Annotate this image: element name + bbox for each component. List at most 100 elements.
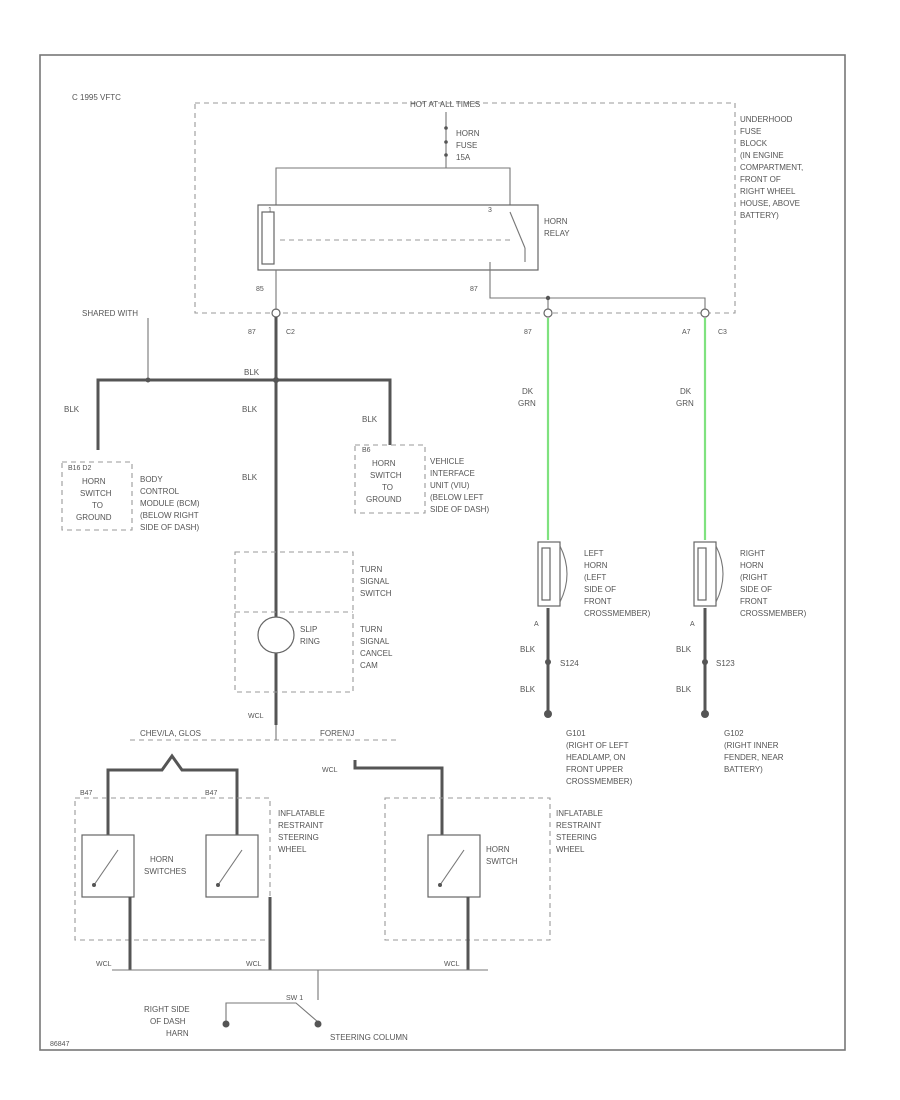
svg-text:HORN: HORN [740, 561, 764, 570]
inflatable-right-label: INFLATABLE RESTRAINT STEERING WHEEL [556, 809, 603, 854]
bcm-horn-switch: B16 D2 HORN SWITCH TO GROUND [61, 461, 133, 531]
svg-text:B47: B47 [80, 790, 93, 797]
right-horn-label: RIGHT HORN (RIGHT SIDE OF FRONT CROSSMEM… [740, 549, 807, 618]
svg-text:TO: TO [92, 501, 103, 510]
svg-text:GRN: GRN [676, 399, 694, 408]
svg-text:CAM: CAM [360, 661, 378, 670]
svg-text:87: 87 [524, 329, 532, 336]
svg-text:SWITCH: SWITCH [360, 589, 392, 598]
svg-text:A7: A7 [682, 329, 691, 336]
svg-text:A: A [534, 621, 539, 628]
svg-text:SWITCH: SWITCH [80, 489, 112, 498]
svg-text:BATTERY): BATTERY) [740, 211, 779, 220]
viu-horn-switch: B6 HORN SWITCH TO GROUND [354, 444, 426, 514]
svg-text:(LEFT: (LEFT [584, 573, 606, 582]
svg-text:HORN: HORN [150, 855, 174, 864]
svg-text:INFLATABLE: INFLATABLE [278, 809, 325, 818]
svg-text:MODULE (BCM): MODULE (BCM) [140, 499, 200, 508]
svg-text:GROUND: GROUND [76, 513, 112, 522]
svg-text:OF DASH: OF DASH [150, 1017, 186, 1026]
svg-text:B16 D2: B16 D2 [68, 465, 91, 472]
svg-text:RELAY: RELAY [544, 229, 570, 238]
left-horn [537, 541, 568, 607]
svg-text:GRN: GRN [518, 399, 536, 408]
svg-text:TURN: TURN [360, 565, 382, 574]
svg-text:87: 87 [470, 286, 478, 293]
svg-text:BLK: BLK [64, 405, 80, 414]
svg-text:FRONT UPPER: FRONT UPPER [566, 765, 623, 774]
turn-signal-switch-outline [234, 551, 354, 693]
svg-text:B47: B47 [205, 790, 218, 797]
svg-text:HORN: HORN [584, 561, 608, 570]
svg-text:85: 85 [256, 286, 264, 293]
svg-text:SWITCHES: SWITCHES [144, 867, 186, 876]
svg-text:TO: TO [382, 483, 393, 492]
svg-text:(IN ENGINE: (IN ENGINE [740, 151, 784, 160]
svg-text:DK: DK [680, 387, 692, 396]
svg-text:CONTROL: CONTROL [140, 487, 180, 496]
svg-text:RIGHT SIDE: RIGHT SIDE [144, 1005, 190, 1014]
dash-side-label: RIGHT SIDE OF DASH HARN [144, 1005, 190, 1038]
svg-text:CROSSMEMBER): CROSSMEMBER) [740, 609, 807, 618]
svg-text:SHARED WITH: SHARED WITH [82, 309, 138, 318]
svg-text:BLK: BLK [242, 405, 258, 414]
svg-text:FENDER, NEAR: FENDER, NEAR [724, 753, 784, 762]
svg-text:(RIGHT INNER: (RIGHT INNER [724, 741, 779, 750]
svg-text:G101: G101 [566, 729, 586, 738]
horn-switch-left-a [81, 834, 135, 898]
viu-label: VEHICLE INTERFACE UNIT (VIU) (BELOW LEFT… [430, 457, 489, 514]
svg-text:SWITCH: SWITCH [370, 471, 402, 480]
svg-text:3: 3 [488, 207, 492, 214]
svg-text:WHEEL: WHEEL [278, 845, 307, 854]
svg-text:G102: G102 [724, 729, 744, 738]
svg-text:FUSE: FUSE [740, 127, 761, 136]
svg-text:SIDE OF: SIDE OF [740, 585, 772, 594]
svg-text:WHEEL: WHEEL [556, 845, 585, 854]
svg-text:HORN: HORN [456, 129, 480, 138]
svg-text:INTERFACE: INTERFACE [430, 469, 475, 478]
svg-text:FRONT OF: FRONT OF [740, 175, 781, 184]
svg-text:(RIGHT OF LEFT: (RIGHT OF LEFT [566, 741, 629, 750]
svg-text:WCL: WCL [246, 961, 262, 968]
svg-text:BLK: BLK [676, 685, 692, 694]
svg-text:HORN: HORN [486, 845, 510, 854]
svg-text:SIDE OF: SIDE OF [584, 585, 616, 594]
horn-switch-left-b [205, 834, 259, 898]
svg-text:CROSSMEMBER): CROSSMEMBER) [584, 609, 651, 618]
svg-text:SWITCH: SWITCH [486, 857, 518, 866]
svg-text:15A: 15A [456, 153, 471, 162]
svg-text:A: A [690, 621, 695, 628]
svg-text:FOREN/J: FOREN/J [320, 729, 354, 738]
svg-text:UNDERHOOD: UNDERHOOD [740, 115, 793, 124]
horn-fuse: HORN FUSE 15A [444, 112, 480, 168]
svg-text:WCL: WCL [96, 961, 112, 968]
ground-g101-label: G101 (RIGHT OF LEFT HEADLAMP, ON FRONT U… [566, 729, 633, 786]
svg-text:FRONT: FRONT [740, 597, 768, 606]
svg-text:HORN: HORN [82, 477, 106, 486]
underhood-fuse-block-outline [194, 102, 736, 314]
svg-text:BLK: BLK [676, 645, 692, 654]
svg-text:RESTRAINT: RESTRAINT [278, 821, 323, 830]
steering-column-label: STEERING COLUMN [330, 1033, 408, 1042]
svg-text:C3: C3 [718, 329, 727, 336]
svg-text:DK: DK [522, 387, 534, 396]
inflatable-left-label: INFLATABLE RESTRAINT STEERING WHEEL [278, 809, 325, 854]
svg-text:TURN: TURN [360, 625, 382, 634]
ground-g102-icon [701, 710, 709, 718]
svg-text:BATTERY): BATTERY) [724, 765, 763, 774]
svg-text:RIGHT WHEEL: RIGHT WHEEL [740, 187, 796, 196]
diagram-frame [39, 54, 846, 1051]
svg-text:STEERING: STEERING [278, 833, 319, 842]
svg-text:C2: C2 [286, 329, 295, 336]
svg-text:S124: S124 [560, 659, 579, 668]
inflatable-restraint-left-outline [74, 797, 271, 941]
slip-ring [257, 616, 295, 654]
svg-text:BLK: BLK [520, 645, 536, 654]
copyright-text: C 1995 VFTC [72, 93, 121, 102]
ground-g102-label: G102 (RIGHT INNER FENDER, NEAR BATTERY) [724, 729, 784, 774]
svg-text:CHEV/LA, GLOS: CHEV/LA, GLOS [140, 729, 201, 738]
svg-text:(BELOW RIGHT: (BELOW RIGHT [140, 511, 199, 520]
horn-switch-right [427, 834, 481, 898]
svg-text:BLK: BLK [244, 368, 260, 377]
